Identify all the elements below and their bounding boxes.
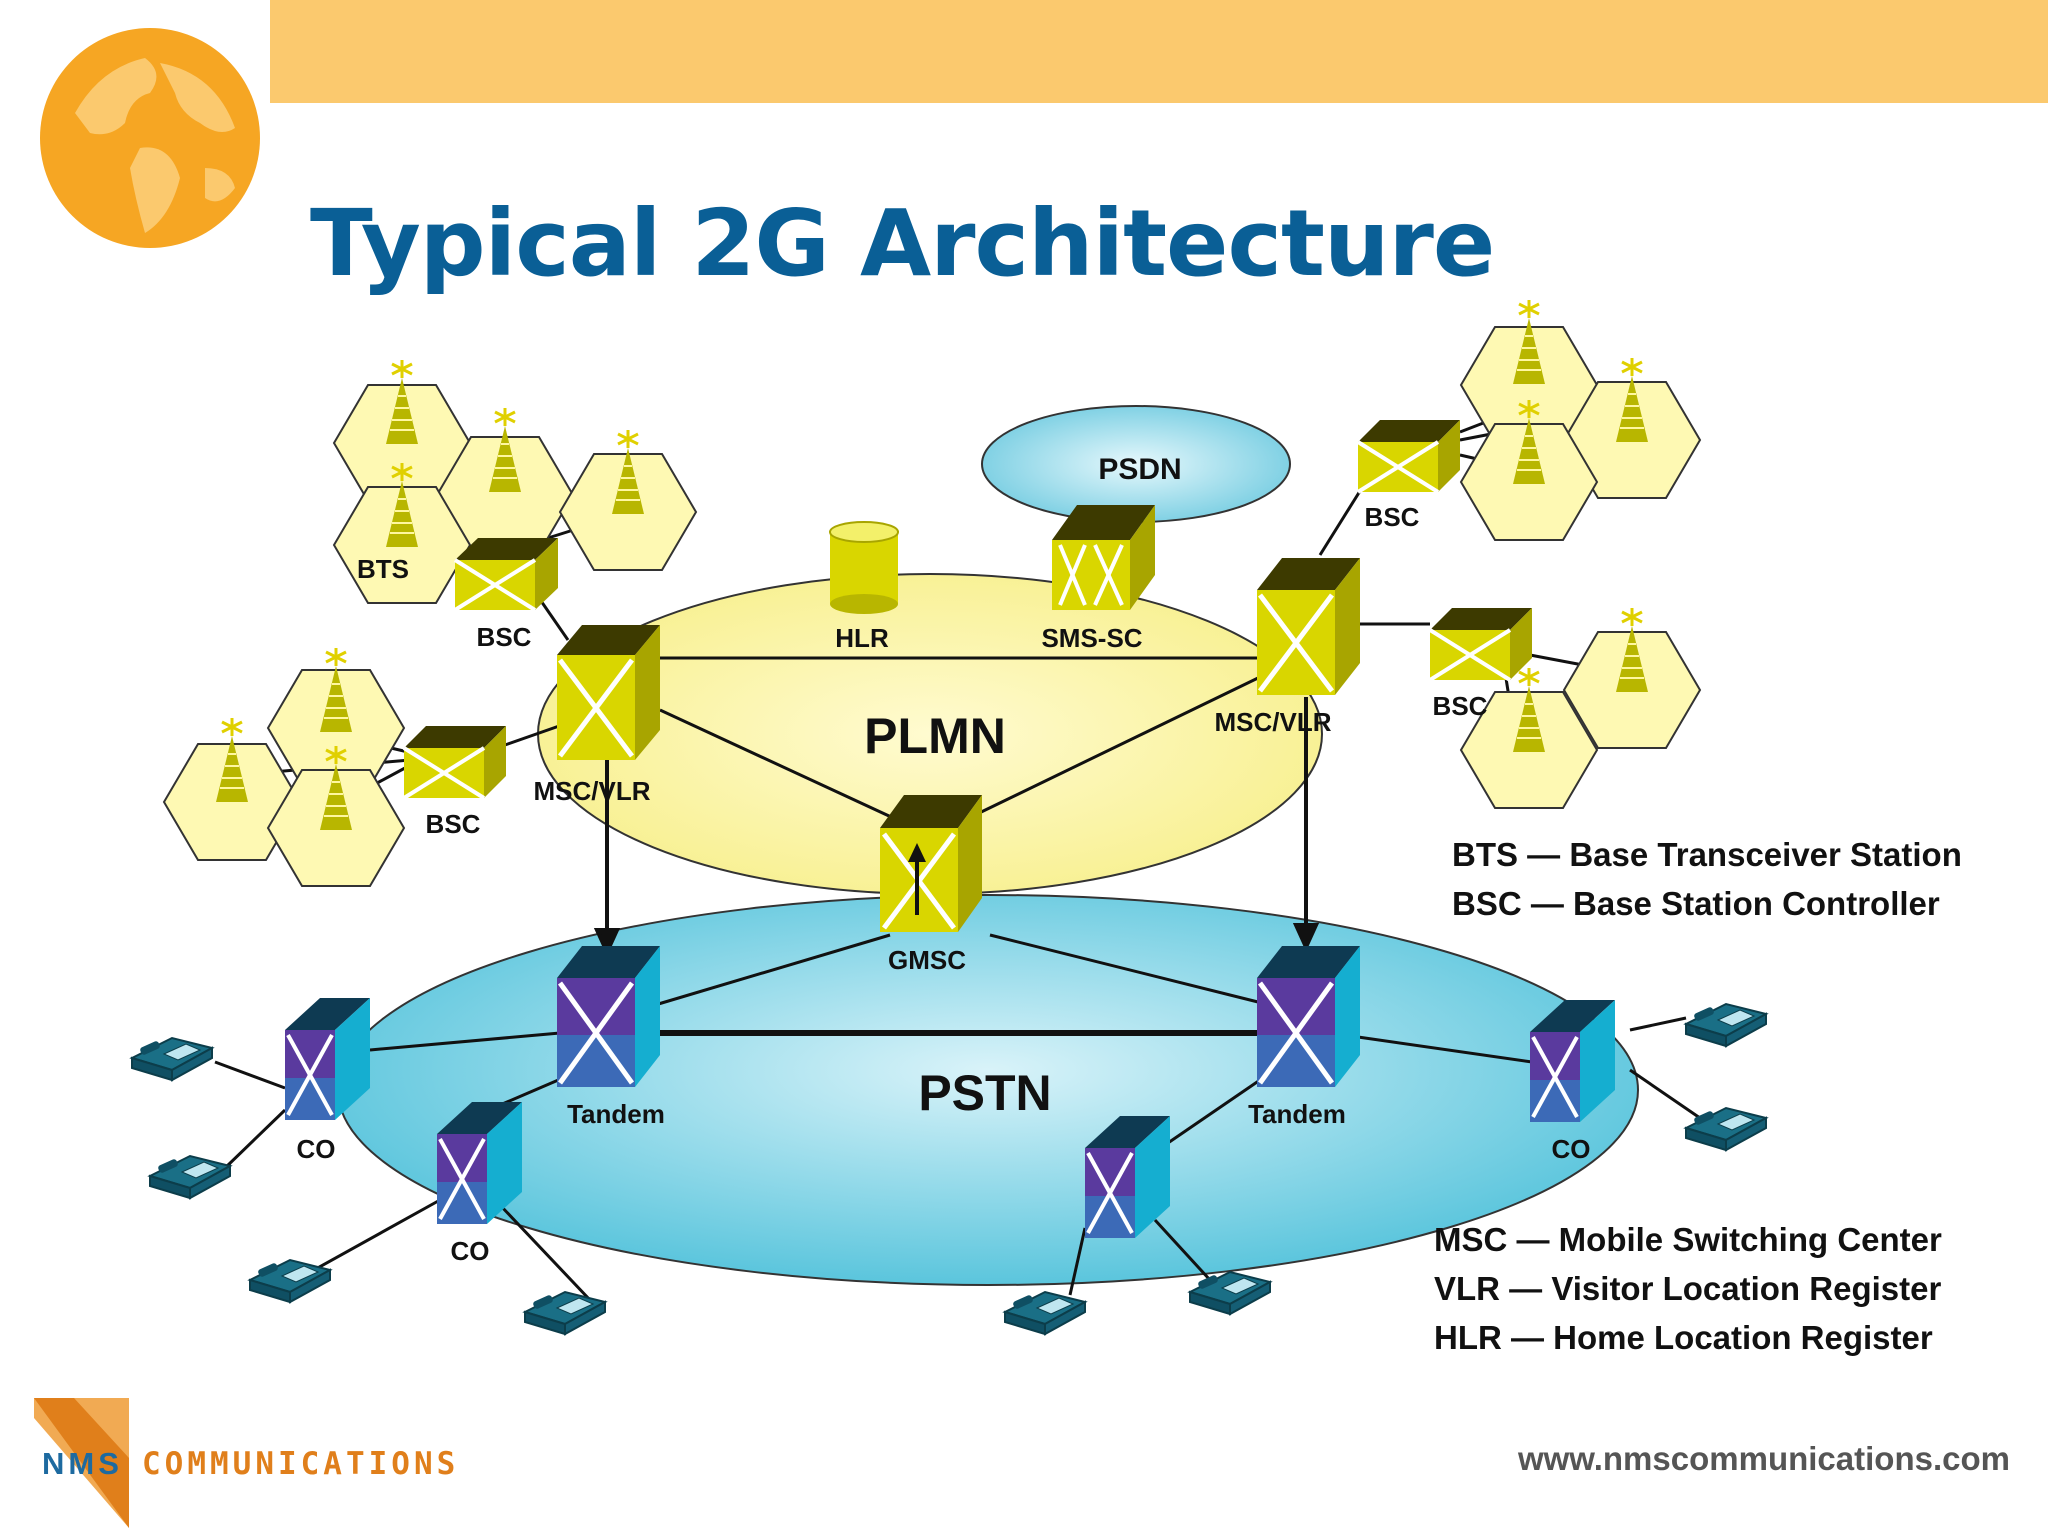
company-logo: NMS COMMUNICATIONS xyxy=(34,1398,455,1528)
bts-cluster-top-right xyxy=(1460,298,1701,541)
bsc-left-label: BSC xyxy=(426,809,481,839)
bts-cluster-left xyxy=(163,646,405,887)
bsc-top-right-label: BSC xyxy=(1365,502,1420,532)
bsc-right-label: BSC xyxy=(1433,691,1488,721)
bts-label: BTS xyxy=(357,554,409,584)
tandem-left-label: Tandem xyxy=(567,1099,665,1129)
sms-sc-label: SMS-SC xyxy=(1041,623,1142,653)
legend-item: BSC — Base Station Controller xyxy=(1452,885,1940,922)
logo-nms-text: NMS xyxy=(42,1446,123,1481)
sms-sc xyxy=(1052,505,1155,610)
tandem-right-label: Tandem xyxy=(1248,1099,1346,1129)
legend-item: VLR — Visitor Location Register xyxy=(1434,1270,1942,1307)
legend-item: MSC — Mobile Switching Center xyxy=(1434,1221,1942,1258)
telephone-icon xyxy=(149,1155,231,1199)
plmn-label: PLMN xyxy=(864,708,1006,764)
telephone-icon xyxy=(249,1259,331,1303)
bsc-top-left-label: BSC xyxy=(477,622,532,652)
legend-item: BTS — Base Transceiver Station xyxy=(1452,836,1962,873)
telephone-icon xyxy=(1004,1291,1086,1335)
co-right-label: CO xyxy=(1552,1134,1591,1164)
legend-item: HLR — Home Location Register xyxy=(1434,1319,1933,1356)
legend-core: MSC — Mobile Switching Center VLR — Visi… xyxy=(1434,1215,1942,1362)
telephone-icon xyxy=(1189,1271,1271,1315)
website-url: www.nmscommunications.com xyxy=(1517,1440,2010,1477)
co-right xyxy=(1530,1000,1615,1122)
hlr-label: HLR xyxy=(835,623,889,653)
gmsc-label: GMSC xyxy=(888,945,966,975)
msc-vlr-right xyxy=(1257,558,1360,695)
telephone-icon xyxy=(524,1291,606,1335)
legend-wireless: BTS — Base Transceiver Station BSC — Bas… xyxy=(1452,830,1962,928)
telephone-icon xyxy=(1685,1003,1767,1047)
logo-communications-text: COMMUNICATIONS xyxy=(142,1446,460,1482)
bsc-top-right xyxy=(1356,420,1460,494)
pstn-label: PSTN xyxy=(918,1065,1051,1121)
co-left xyxy=(285,998,370,1120)
telephone-icon xyxy=(131,1037,213,1081)
page-title: Typical 2G Architecture xyxy=(310,190,1495,297)
bsc-left xyxy=(402,726,506,800)
co-left-label: CO xyxy=(297,1134,336,1164)
nms-logo-icon xyxy=(34,1398,129,1528)
hlr-database-icon xyxy=(829,521,899,614)
tandem-right xyxy=(1257,946,1360,1087)
msc-vlr-right-label: MSC/VLR xyxy=(1215,707,1332,737)
co-center xyxy=(1085,1116,1170,1238)
telephone-icon xyxy=(1685,1107,1767,1151)
msc-vlr-left xyxy=(557,625,660,760)
bsc-top-left xyxy=(453,538,558,612)
globe-logo-icon xyxy=(32,20,268,256)
msc-vlr-left-label: MSC/VLR xyxy=(534,776,651,806)
tandem-left xyxy=(557,946,660,1087)
co-mid-label: CO xyxy=(451,1236,490,1266)
co-mid xyxy=(437,1102,522,1224)
gmsc xyxy=(880,795,982,932)
bsc-right xyxy=(1428,608,1532,682)
psdn-label: PSDN xyxy=(1098,453,1181,486)
header-bar xyxy=(270,0,2048,103)
